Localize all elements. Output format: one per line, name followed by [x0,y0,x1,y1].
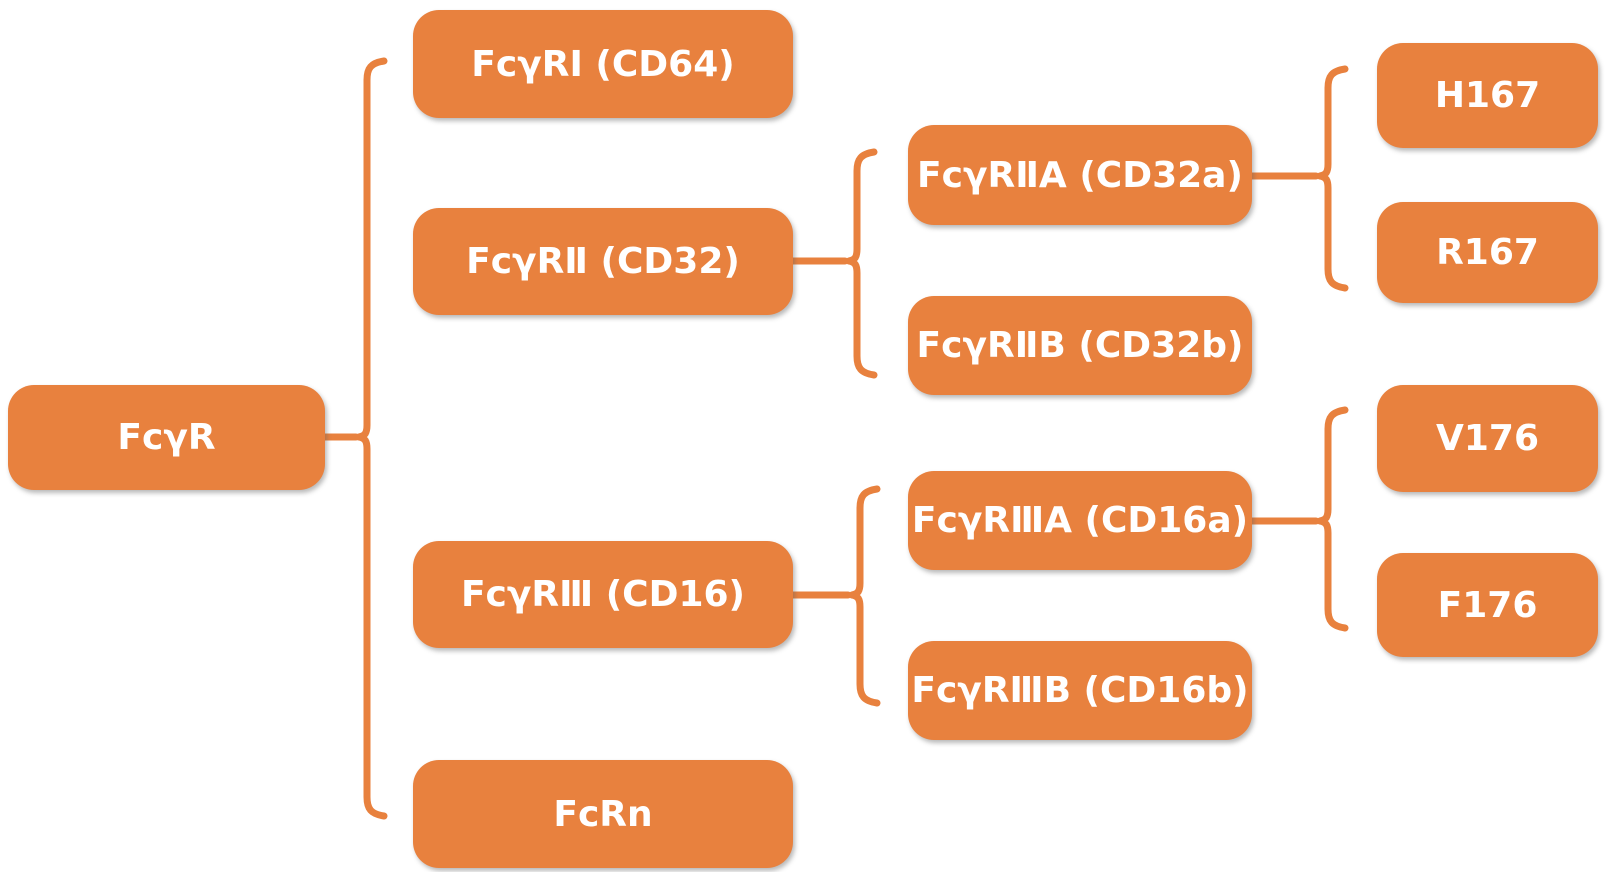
node-fcgr2-cd32: FcγRⅡ (CD32) [413,208,793,315]
node-fcgr2b-cd32b: FcγRⅡB (CD32b) [908,296,1252,395]
node-f176: F176 [1377,553,1598,657]
node-fcrn: FcRn [413,760,793,868]
node-label: FcγR [117,417,216,458]
node-v176: V176 [1377,385,1598,492]
node-fcgr3b-cd16b: FcγRⅢB (CD16b) [908,641,1252,740]
node-fcgr3a-cd16a: FcγRⅢA (CD16a) [908,471,1252,570]
node-r167: R167 [1377,202,1598,303]
node-label: FcγRⅢ (CD16) [460,574,746,615]
brace-fcgr2-children [845,148,878,379]
node-fcgr3-cd16: FcγRⅢ (CD16) [413,541,793,648]
node-label: H167 [1434,75,1541,116]
brace-fcgr3-children [848,485,881,707]
brace-root-children [355,57,388,820]
brace-fcgr3a-variants [1316,406,1349,632]
node-label: FcγRⅠ (CD64) [471,43,735,85]
node-label: FcγRⅢB (CD16b) [911,670,1249,711]
node-fcgr1-cd64: FcγRⅠ (CD64) [413,10,793,118]
node-h167: H167 [1377,43,1598,148]
node-label: FcγRⅡB (CD32b) [916,325,1244,366]
node-label: F176 [1437,584,1538,626]
node-fcgr: FcγR [8,385,325,490]
node-fcgr2a-cd32a: FcγRⅡA (CD32a) [908,125,1252,225]
node-label: FcγRⅢA (CD16a) [911,500,1249,541]
node-label: FcRn [553,793,653,835]
node-label: FcγRⅡ (CD32) [466,241,740,282]
brace-fcgr2a-variants [1316,65,1349,292]
node-label: R167 [1436,232,1539,273]
node-label: V176 [1435,418,1539,459]
node-label: FcγRⅡA (CD32a) [917,154,1243,196]
